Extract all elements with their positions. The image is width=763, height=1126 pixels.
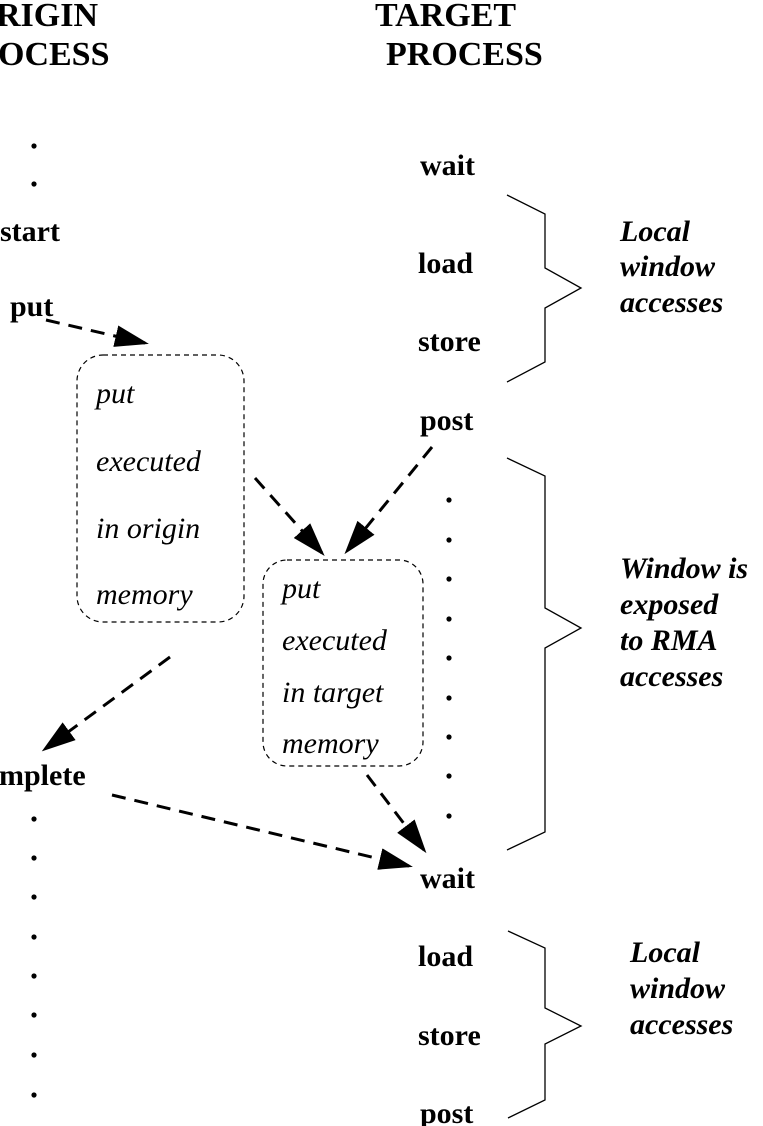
origin-box-line: put — [94, 377, 135, 410]
annotation-local-1-line: Local — [619, 215, 691, 248]
target-box-line: put — [280, 572, 321, 605]
target-post-1: post — [420, 404, 473, 437]
target-dot — [446, 695, 452, 701]
target-load-2: load — [418, 940, 473, 973]
arrow-origin-box-to-complete — [41, 655, 171, 752]
origin-complete: mplete — [0, 759, 86, 792]
arrow-target-box-to-wait — [365, 774, 427, 854]
origin-put: put — [10, 290, 53, 323]
target-dot — [446, 813, 452, 819]
annotation-local-1-line: window — [620, 250, 716, 283]
target-store-2: store — [418, 1019, 481, 1052]
origin-dot — [31, 1052, 37, 1058]
target-dot — [446, 537, 452, 543]
target-store-1: store — [418, 325, 481, 358]
target-box-line: executed — [282, 624, 388, 657]
brace-exposed — [506, 457, 583, 851]
target-dot — [446, 655, 452, 661]
target-box-line: memory — [282, 727, 379, 760]
target-dot — [446, 497, 452, 503]
arrow-post-to-target-box — [344, 446, 434, 555]
origin-box-line: executed — [96, 445, 202, 478]
origin-dot — [31, 143, 37, 149]
arrow-complete-to-wait — [111, 793, 413, 870]
origin-dot — [31, 934, 37, 940]
annotation-local-2-line: window — [630, 972, 726, 1005]
arrow-origin-box-to-target-box — [253, 477, 325, 556]
target-header-line2: PROCESS — [386, 36, 543, 73]
origin-memory-box — [76, 354, 245, 623]
origin-dot — [31, 181, 37, 187]
origin-dot — [31, 1012, 37, 1018]
origin-dot — [31, 855, 37, 861]
annotation-local-2-line: Local — [629, 936, 701, 969]
target-dot — [446, 576, 452, 582]
origin-header-line2: OCESS — [0, 36, 110, 73]
brace-local-1 — [506, 194, 583, 383]
target-load-1: load — [418, 247, 473, 280]
origin-box-line: memory — [96, 578, 193, 611]
target-dot — [446, 734, 452, 740]
target-header-line1: TARGET — [375, 0, 516, 34]
annotation-local-1-line: accesses — [620, 286, 723, 319]
annotation-exposed-line: exposed — [620, 588, 719, 621]
target-memory-box — [262, 559, 424, 767]
target-wait-2: wait — [420, 862, 475, 895]
annotation-exposed-line: Window is — [620, 552, 748, 585]
annotation-exposed-line: accesses — [620, 660, 723, 693]
target-dot — [446, 616, 452, 622]
annotation-exposed-line: to RMA — [620, 624, 718, 657]
target-post-2: post — [420, 1097, 473, 1126]
origin-dot — [31, 1092, 37, 1098]
origin-header-line1: RIGIN — [0, 0, 98, 34]
origin-box-line: in origin — [96, 512, 200, 545]
origin-start: start — [0, 215, 60, 248]
origin-dot — [31, 894, 37, 900]
annotation-local-2-line: accesses — [630, 1008, 733, 1041]
target-wait-1: wait — [420, 149, 475, 182]
target-box-line: in target — [282, 676, 384, 709]
origin-dot — [31, 816, 37, 822]
brace-local-2 — [507, 930, 583, 1119]
target-dot — [446, 773, 452, 779]
origin-dot — [31, 973, 37, 979]
arrow-put-to-origin-box — [45, 318, 149, 347]
